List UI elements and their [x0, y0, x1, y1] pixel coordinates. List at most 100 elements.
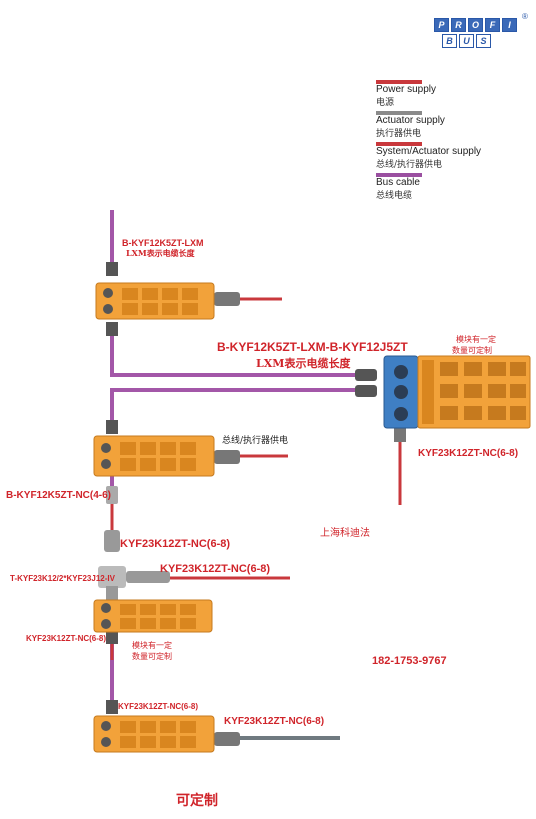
- port: [120, 721, 136, 733]
- connector: [104, 530, 120, 552]
- connector: [214, 292, 240, 306]
- port: [182, 303, 198, 315]
- legend-subtitle: 总线电缆: [376, 191, 413, 201]
- port: [103, 304, 113, 314]
- port: [140, 736, 156, 748]
- legend-subtitle: 电源: [376, 98, 395, 108]
- port: [120, 458, 136, 471]
- port: [142, 288, 158, 300]
- bus-actuator-label: 总线/执行器供电: [222, 436, 289, 446]
- mid-cable-label: B-KYF12K5ZT-LXM-B-KYF12J5ZT: [217, 340, 408, 354]
- port: [180, 442, 196, 455]
- kyf-label-b: KYF23K12ZT-NC(6-8): [160, 563, 271, 575]
- connector: [214, 450, 240, 464]
- legend-swatch: [376, 80, 422, 84]
- port: [488, 362, 506, 376]
- kyf-label-a: KYF23K12ZT-NC(6-8): [120, 538, 231, 550]
- port: [160, 721, 176, 733]
- right-connector-label: KYF23K12ZT-NC(6-8): [418, 448, 519, 459]
- port: [101, 459, 111, 469]
- connector: [106, 322, 118, 336]
- port: [510, 384, 526, 398]
- port: [440, 362, 458, 376]
- kyf-label-c: KYF23K12ZT-NC(6-8): [26, 634, 107, 643]
- port: [101, 603, 111, 613]
- legend-title: Bus cable: [376, 177, 420, 188]
- io-module-large: [383, 355, 531, 429]
- connector: [106, 420, 118, 434]
- port: [101, 721, 111, 731]
- port: [160, 736, 176, 748]
- port: [180, 736, 196, 748]
- port: [140, 721, 156, 733]
- port: [140, 604, 156, 615]
- kyf-label-d: KYF23K12ZT-NC(6-8): [118, 702, 199, 711]
- legend-item-bus: Bus cable 总线电缆: [376, 173, 526, 201]
- legend-item-system: System/Actuator supply 总线/执行器供电: [376, 142, 526, 170]
- port: [488, 384, 506, 398]
- port: [440, 406, 458, 420]
- port: [182, 288, 198, 300]
- legend-swatch: [376, 111, 422, 115]
- logo-letter: S: [476, 34, 491, 48]
- legend-subtitle: 执行器供电: [376, 129, 422, 139]
- t-connector: [98, 566, 126, 588]
- logo-letter: R: [451, 18, 466, 32]
- t-connector-label: T-KYF23K12/2*KYF23J12-IV: [10, 574, 115, 583]
- module-note-right-2: 数量可定制: [452, 346, 492, 355]
- logo-letter: B: [442, 34, 457, 48]
- port: [120, 618, 136, 629]
- port: [103, 288, 113, 298]
- connector: [106, 586, 118, 600]
- port: [180, 604, 196, 615]
- connector: [106, 632, 118, 644]
- legend-title: Power supply: [376, 84, 437, 95]
- connector: [214, 732, 240, 746]
- logo-bottom-row: B U S: [442, 34, 517, 48]
- legend-title: Actuator supply: [376, 115, 445, 126]
- port: [142, 303, 158, 315]
- legend-swatch: [376, 173, 422, 177]
- company-label: 上海科迪法: [320, 528, 370, 539]
- port: [160, 618, 176, 629]
- port: [510, 406, 526, 420]
- bus-cable: [110, 388, 360, 420]
- port: [160, 604, 176, 615]
- port: [180, 458, 196, 471]
- logo-top-row: P R O F I: [434, 18, 517, 32]
- bus-cable: [110, 336, 360, 377]
- bottom-text: 可定制: [176, 793, 218, 809]
- port: [394, 407, 408, 421]
- connector: [106, 262, 118, 276]
- connector: [106, 486, 118, 504]
- legend-swatch: [376, 142, 422, 146]
- logo-letter: O: [468, 18, 483, 32]
- port: [510, 362, 526, 376]
- top-cable-label: B-KYF12K5ZT-LXM: [122, 238, 204, 248]
- port: [162, 303, 178, 315]
- legend-subtitle: 总线/执行器供电: [376, 160, 443, 170]
- top-cable-note: LXM表示电缆长度: [126, 248, 195, 258]
- port: [101, 737, 111, 747]
- module-note-left-2: 数量可定制: [132, 652, 172, 661]
- connector: [126, 571, 170, 583]
- legend-title: System/Actuator supply: [376, 146, 482, 157]
- registered-mark: ®: [522, 12, 528, 21]
- port: [180, 618, 196, 629]
- module-note-left-1: 模块有一定: [132, 641, 172, 650]
- port: [488, 406, 506, 420]
- port: [464, 362, 482, 376]
- logo-letter: U: [459, 34, 474, 48]
- io-module-3: [93, 599, 213, 633]
- logo-letter: I: [502, 18, 517, 32]
- port: [394, 365, 408, 379]
- port: [464, 406, 482, 420]
- logo-letter: F: [485, 18, 500, 32]
- connector: [355, 369, 377, 381]
- io-module-1: [95, 282, 215, 320]
- legend-item-actuator: Actuator supply 执行器供电: [376, 111, 526, 139]
- connector: [394, 428, 406, 442]
- port: [440, 384, 458, 398]
- port: [122, 288, 138, 300]
